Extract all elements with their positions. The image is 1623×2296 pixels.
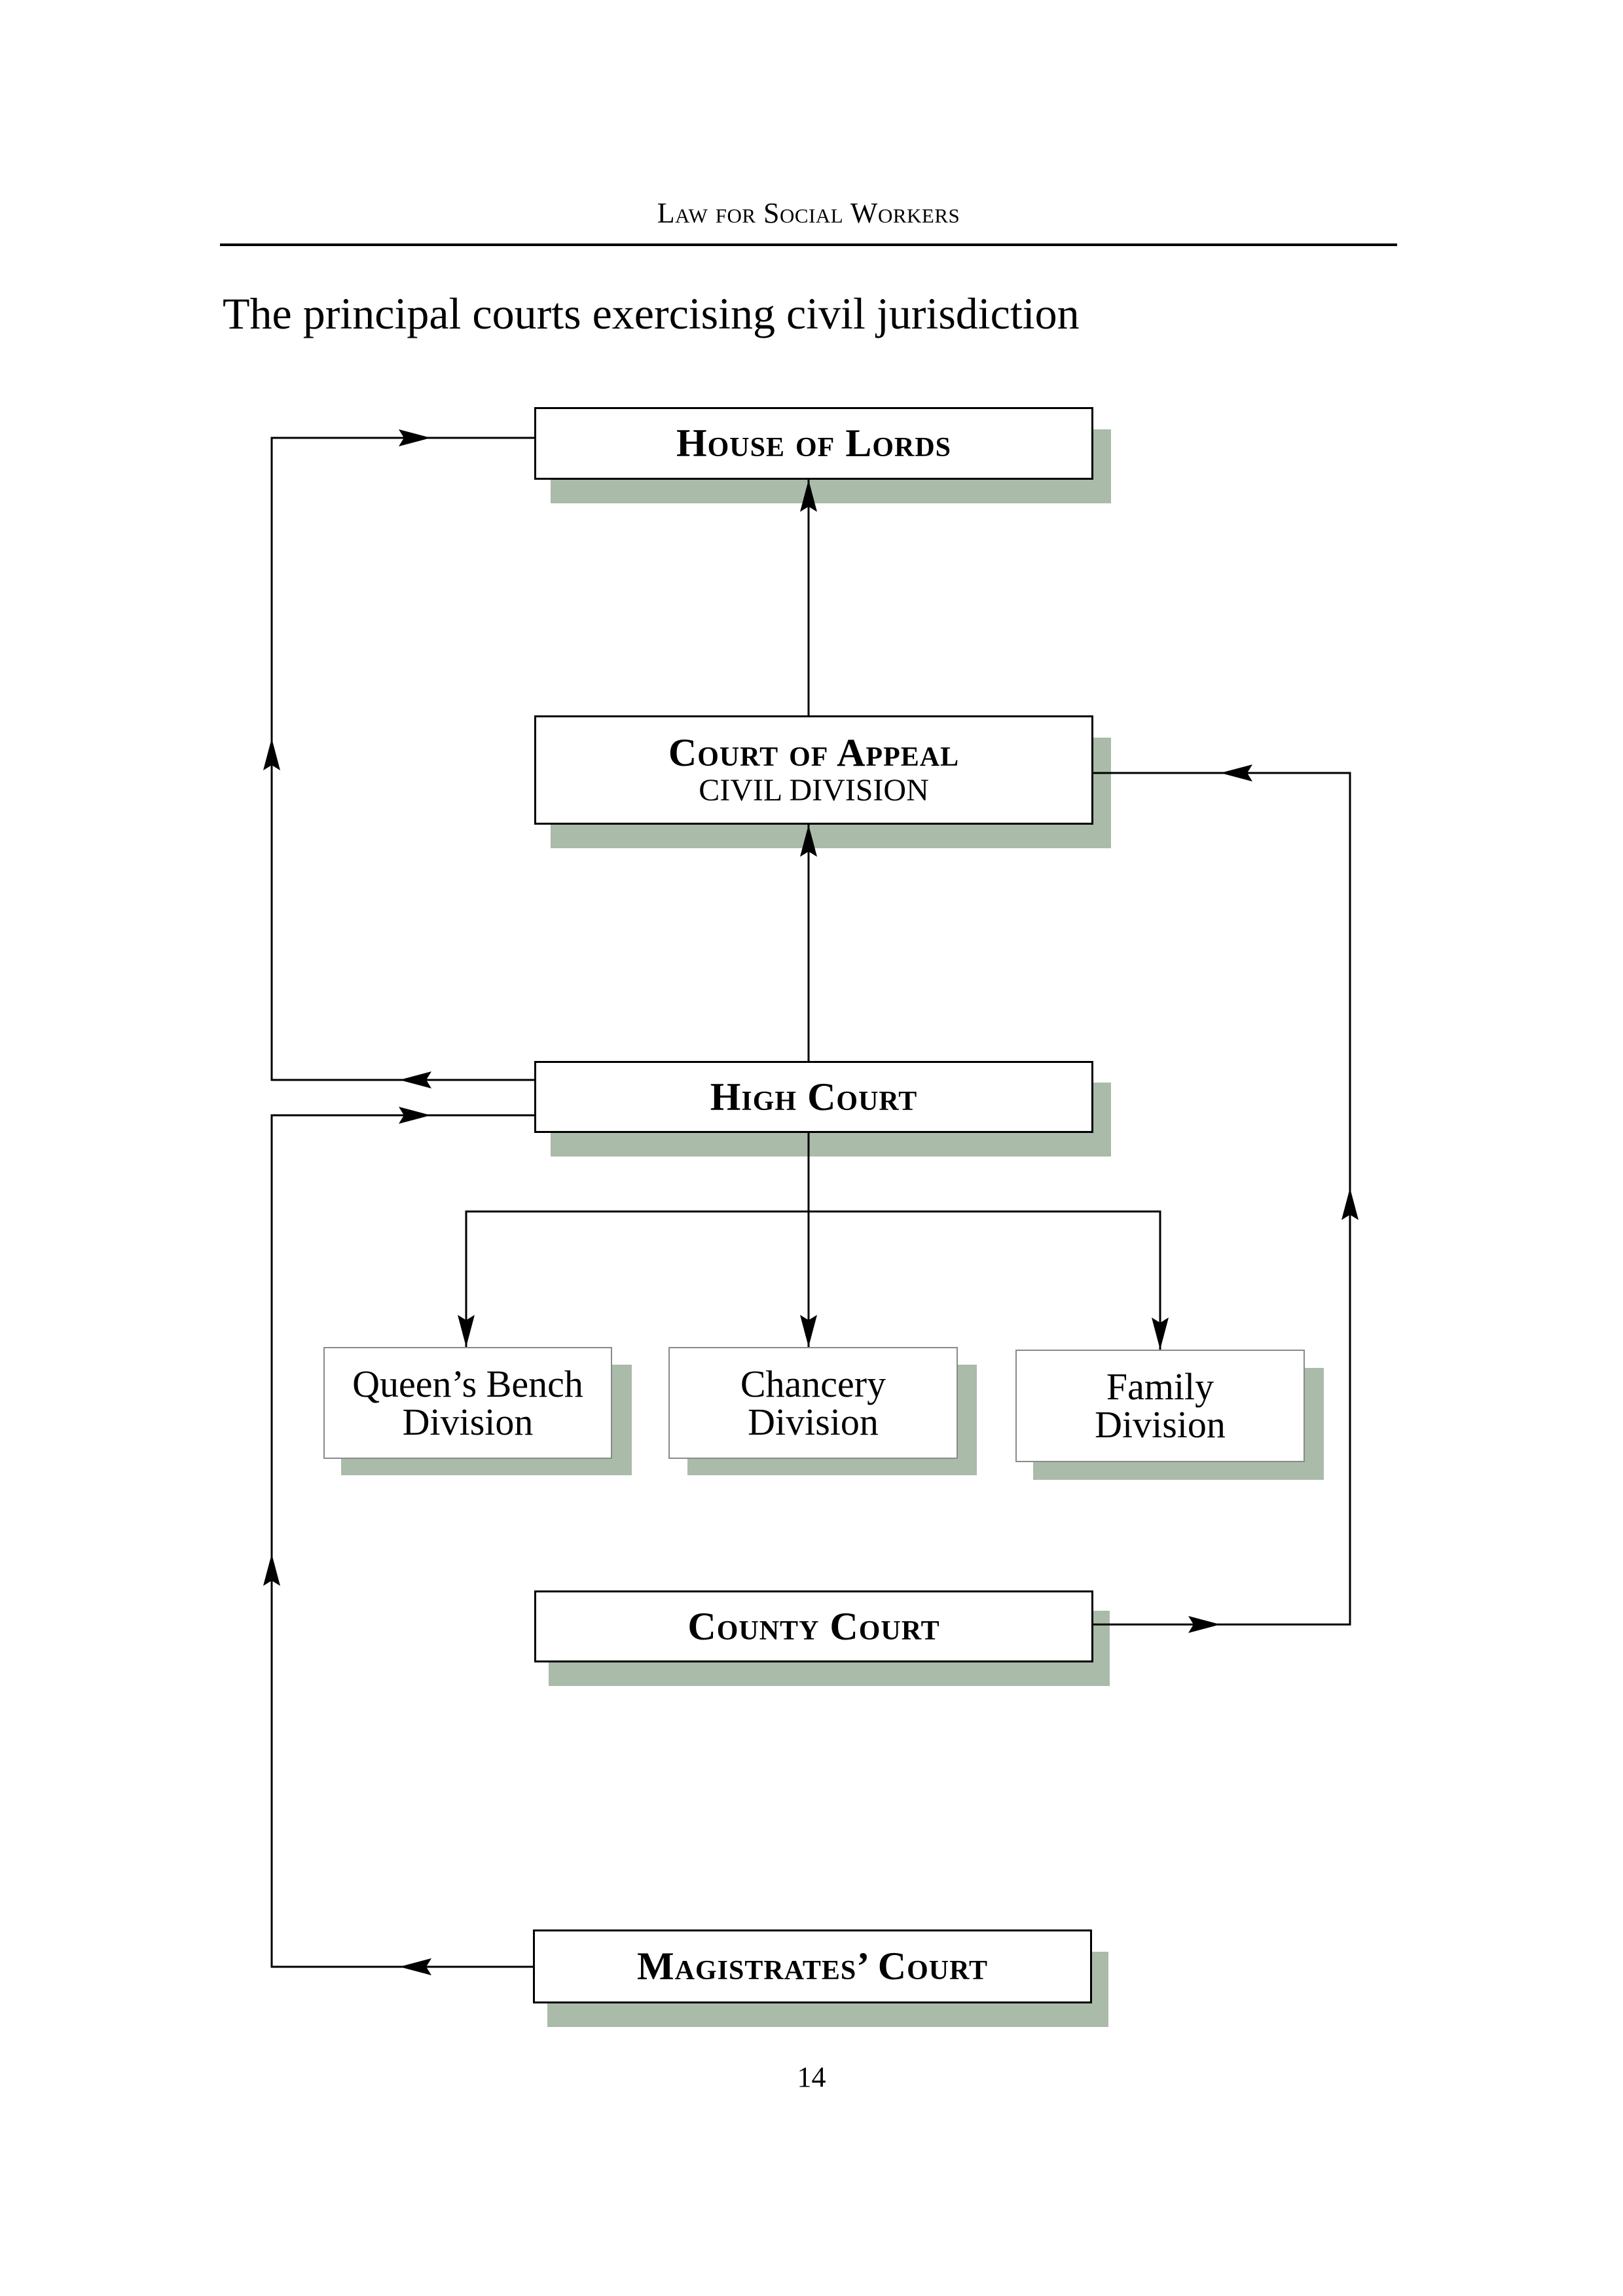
arrow-up-icon <box>800 480 817 512</box>
running-head: Law for Social Workers <box>657 197 960 229</box>
court-of-appeal-label: Court of Appeal <box>668 730 960 774</box>
line-division-branch <box>465 1210 1161 1350</box>
header-rule <box>220 243 1397 246</box>
arrow-up-icon <box>263 1554 280 1586</box>
queens-bench-division-box: Queen’s Bench Division <box>323 1347 612 1459</box>
high-court-label: High Court <box>710 1075 918 1119</box>
family-line1: Family <box>1106 1365 1214 1408</box>
magistrates-court-box: Magistrates’ Court <box>533 1929 1092 2003</box>
figure-title: The principal courts exercising civil ju… <box>223 289 1080 338</box>
county-court-label: County Court <box>687 1604 940 1648</box>
arrow-left-icon <box>399 1958 431 1975</box>
county-court-box: County Court <box>534 1590 1093 1662</box>
family-division-box: Family Division <box>1015 1350 1305 1462</box>
arrow-right-icon <box>399 429 431 446</box>
family-line2: Division <box>1095 1403 1226 1446</box>
arrow-down-icon <box>1152 1318 1169 1350</box>
magistrates-court-label: Magistrates’ Court <box>636 1945 988 1988</box>
queens-bench-line2: Division <box>402 1400 534 1443</box>
arrow-up-icon <box>263 738 280 770</box>
court-of-appeal-box: Court of Appeal CIVIL DIVISION <box>534 715 1093 825</box>
arrow-right-icon <box>399 1107 431 1124</box>
chancery-division-box: Chancery Division <box>668 1347 958 1459</box>
arrow-up-icon <box>800 825 817 857</box>
house-of-lords-label: House of Lords <box>676 422 952 465</box>
line-hc-to-hol <box>270 437 534 1081</box>
arrow-right-icon <box>1188 1616 1220 1633</box>
queens-bench-line1: Queen’s Bench <box>352 1362 583 1405</box>
arrowheads <box>263 429 1359 1975</box>
chancery-line1: Chancery <box>740 1362 886 1405</box>
house-of-lords-box: House of Lords <box>534 407 1093 480</box>
page-number: 14 <box>797 2061 826 2093</box>
arrow-down-icon <box>458 1315 475 1347</box>
arrow-left-icon <box>399 1071 431 1088</box>
court-of-appeal-sublabel: CIVIL DIVISION <box>699 772 929 808</box>
line-mag-to-hc <box>270 1114 534 1968</box>
arrow-left-icon <box>1220 764 1252 781</box>
chancery-line2: Division <box>748 1400 879 1443</box>
line-county-to-coa <box>1093 772 1351 1626</box>
high-court-box: High Court <box>534 1061 1093 1133</box>
arrow-up-icon <box>1341 1188 1359 1220</box>
arrow-down-icon <box>800 1315 817 1347</box>
